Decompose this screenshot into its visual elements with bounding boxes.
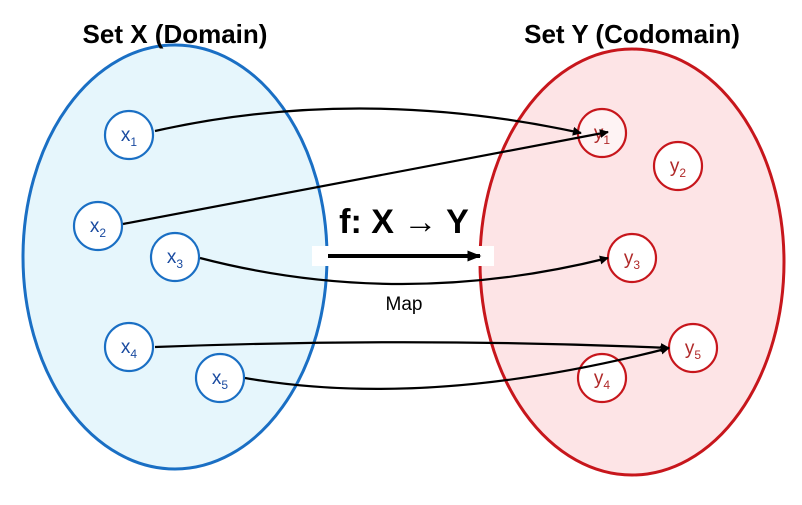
element-label-y3: y3 [624,248,641,272]
element-y2: y2 [652,140,704,192]
element-label-x4: x4 [121,337,138,361]
element-label-x5: x5 [212,368,229,392]
codomain-set-title: Set Y (Codomain) [524,19,740,49]
element-circle-y2 [652,140,704,192]
mapping-arrow-x1-y1 [154,107,582,136]
element-label-y2: y2 [670,156,687,180]
element-label-x3: x3 [167,247,184,271]
element-circle-x4 [103,321,155,373]
element-x5: x5 [194,352,246,404]
element-circle-x1 [103,109,155,161]
map-caption: Map [386,294,423,315]
element-label-y5: y5 [685,338,702,362]
element-y3: y3 [606,232,658,284]
element-y5: y5 [667,322,719,374]
element-x4: x4 [103,321,155,373]
element-label-x2: x2 [90,216,107,240]
element-circle-x3 [149,231,201,283]
element-x1: x1 [103,109,155,161]
element-label-y4: y4 [594,368,611,392]
mapping-arrow-x2-y1 [122,129,609,226]
function-label: f: X → Y [339,203,469,241]
element-circle-x2 [72,200,124,252]
element-circle-x5 [194,352,246,404]
mapping-arrow-x3-y3 [199,255,609,286]
domain-set-title: Set X (Domain) [83,19,268,49]
element-x3: x3 [149,231,201,283]
element-x2: x2 [72,200,124,252]
mapping-arrow-x4-y5 [154,341,670,353]
mapping-arrows [122,107,670,390]
element-label-x1: x1 [121,125,138,149]
mapping-arrow-x5-y5 [244,345,670,390]
